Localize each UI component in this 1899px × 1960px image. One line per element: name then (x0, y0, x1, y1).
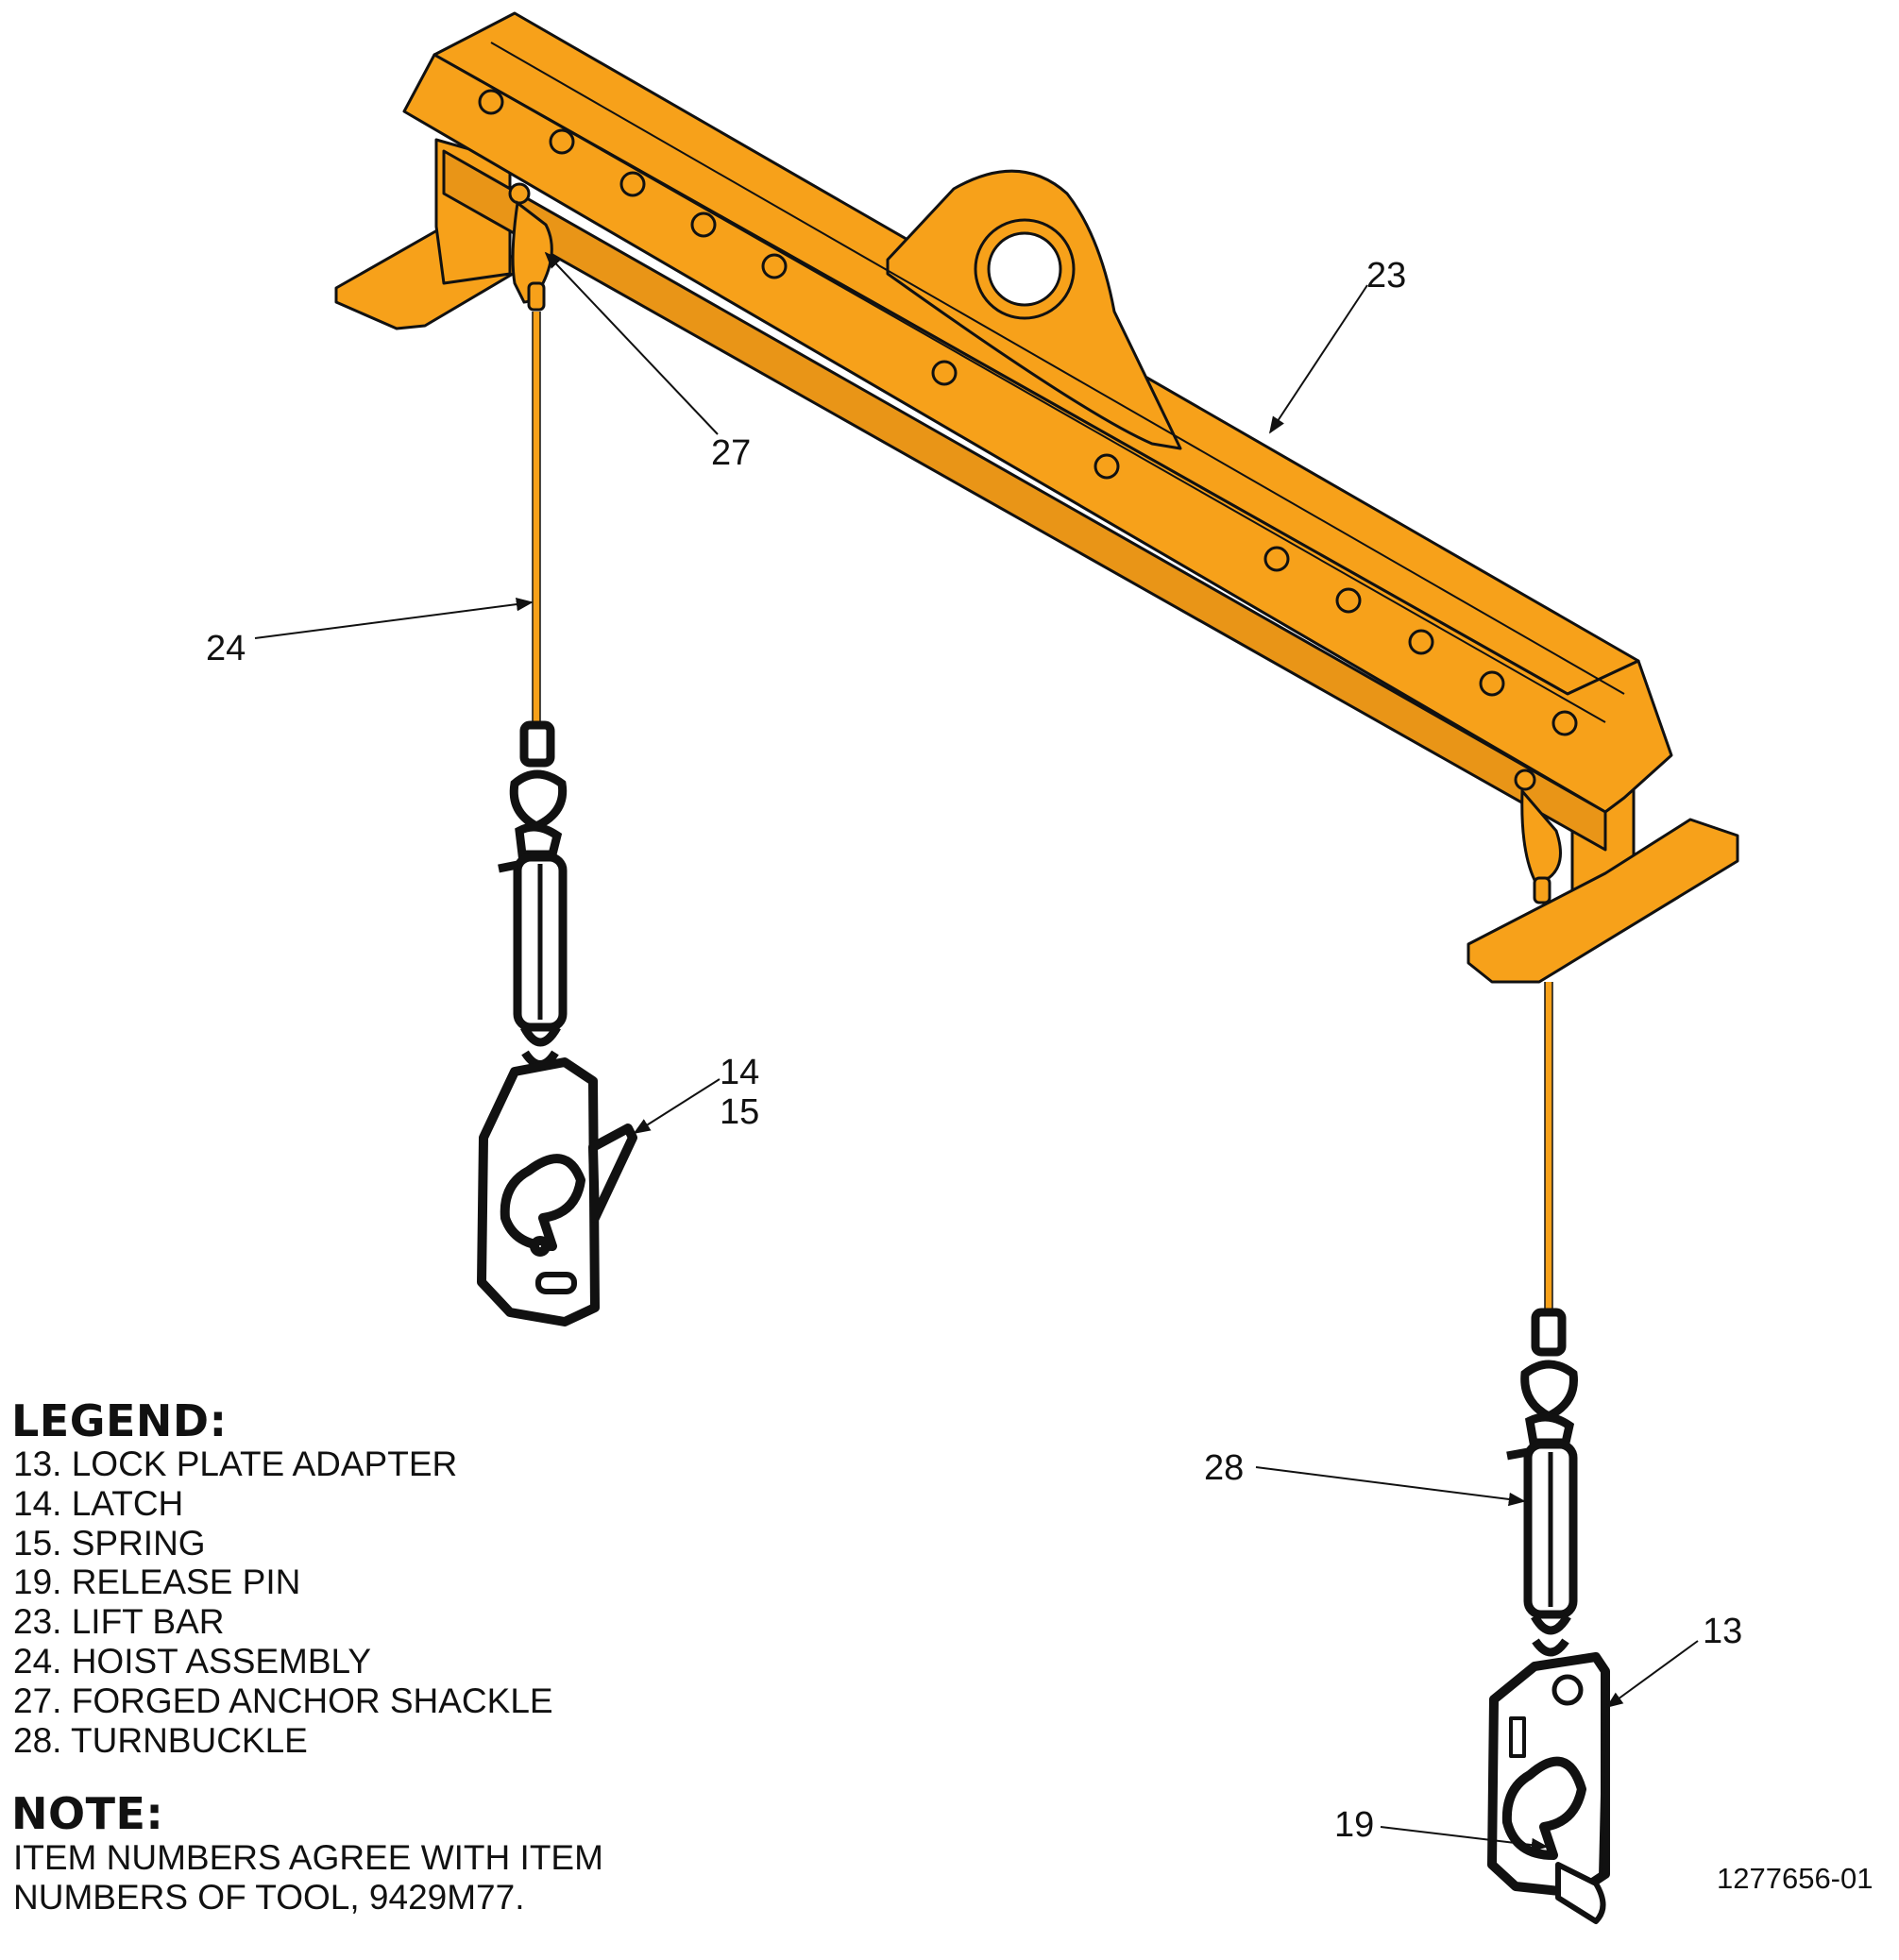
legend-item: 13. LOCK PLATE ADAPTER (13, 1445, 458, 1483)
beam-lower-channel (442, 149, 1607, 852)
left-turnbuckle (498, 853, 568, 1069)
beam-bolts (478, 89, 1578, 736)
callout-27: 27 (711, 433, 751, 473)
legend-item: 14. LATCH (13, 1483, 184, 1523)
callout-23: 23 (1366, 256, 1406, 296)
legend-item: 19. RELEASE PIN (13, 1563, 301, 1602)
legend-heading: LEGEND: (11, 1395, 228, 1446)
legend-item: 15. SPRING (13, 1523, 206, 1563)
legend-list: 13. LOCK PLATE ADAPTER 14. LATCH 15. SPR… (13, 1445, 553, 1760)
right-anchor-shackle (1514, 769, 1562, 904)
note-line: ITEM NUMBERS AGREE WITH ITEM (13, 1838, 603, 1877)
note-heading: NOTE: (11, 1788, 164, 1839)
leader-23 (1269, 284, 1368, 434)
leader-19 (1380, 1826, 1549, 1852)
beam-front-face (402, 53, 1673, 814)
drawing-number: 1277656-01 (1717, 1862, 1874, 1895)
release-pin (1551, 1674, 1584, 1706)
callout-14: 14 (720, 1053, 759, 1092)
right-hoist-assembly (1487, 982, 1610, 1924)
leader-27 (544, 251, 719, 435)
right-turnbuckle (1506, 1440, 1578, 1657)
leader-13 (1605, 1640, 1699, 1709)
leader-14-15 (633, 1078, 721, 1134)
latch (588, 1124, 637, 1223)
leader-24 (254, 597, 534, 639)
callout-15: 15 (720, 1092, 759, 1132)
callout-24: 24 (206, 629, 246, 668)
legend-item: 23. LIFT BAR (13, 1602, 225, 1642)
legend-item: 24. HOIST ASSEMBLY (13, 1641, 372, 1681)
right-lock-plate (1487, 1652, 1610, 1924)
callout-19: 19 (1334, 1805, 1374, 1845)
note-line: NUMBERS OF TOOL, 9429M77. (13, 1878, 525, 1917)
leader-28 (1255, 1466, 1526, 1507)
legend-item: 28. TURNBUCKLE (13, 1720, 308, 1760)
callout-13: 13 (1703, 1612, 1742, 1651)
left-lock-plate (477, 1057, 637, 1326)
callout-28: 28 (1204, 1448, 1244, 1488)
note-text: ITEM NUMBERS AGREE WITH ITEM NUMBERS OF … (13, 1838, 603, 1918)
left-anchor-shackle (508, 182, 553, 312)
legend-item: 27. FORGED ANCHOR SHACKLE (13, 1681, 553, 1720)
callout-leaders (254, 251, 1699, 1852)
left-hoist-assembly (477, 312, 637, 1326)
right-foot-plate (1467, 818, 1739, 984)
lift-bar (334, 11, 1739, 984)
